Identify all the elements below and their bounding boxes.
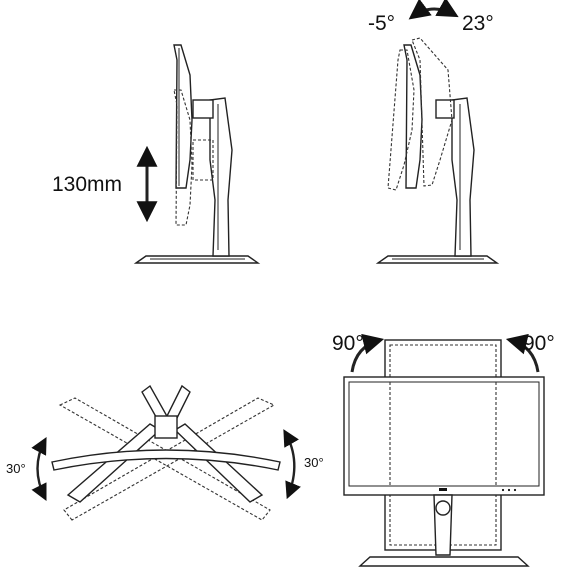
tilt-arrow (408, 0, 459, 20)
pivot-arrow-right (505, 333, 540, 373)
monitor-top-view (51, 449, 281, 471)
tilt-forward-label: -5° (368, 12, 395, 35)
height-adjust-panel: 130mm (52, 44, 261, 264)
stand-column (451, 97, 475, 257)
stand-column (209, 97, 233, 257)
pivot-panel: 90° 90° (332, 332, 555, 567)
swivel-arrow-left (31, 437, 47, 502)
swivel-arrow-right (283, 429, 301, 500)
cable-hole (435, 500, 451, 516)
tilt-backward-label: 23° (462, 12, 494, 35)
tilt-panel: -5° 23° (368, 0, 500, 264)
stand-base (358, 556, 530, 567)
height-label: 130mm (52, 173, 122, 196)
stand-neck (154, 415, 178, 439)
pivot-left-label: 90° (332, 332, 364, 355)
pivot-arrow-left (350, 333, 385, 373)
monitor-side-tilt-back (411, 37, 453, 187)
logo-mark (439, 488, 447, 491)
swivel-left-label: 30° (6, 461, 26, 476)
monitor-side-upright (403, 44, 423, 189)
monitor-side-tilt-forward (387, 49, 415, 191)
swivel-right-label: 30° (304, 455, 324, 470)
monitor-side-lowered (173, 89, 193, 226)
swivel-ghost-left (58, 397, 271, 521)
swivel-panel: 30° 30° (6, 384, 324, 521)
pivot-right-label: 90° (523, 332, 555, 355)
monitor-landscape (343, 376, 545, 496)
hinge (192, 99, 214, 119)
